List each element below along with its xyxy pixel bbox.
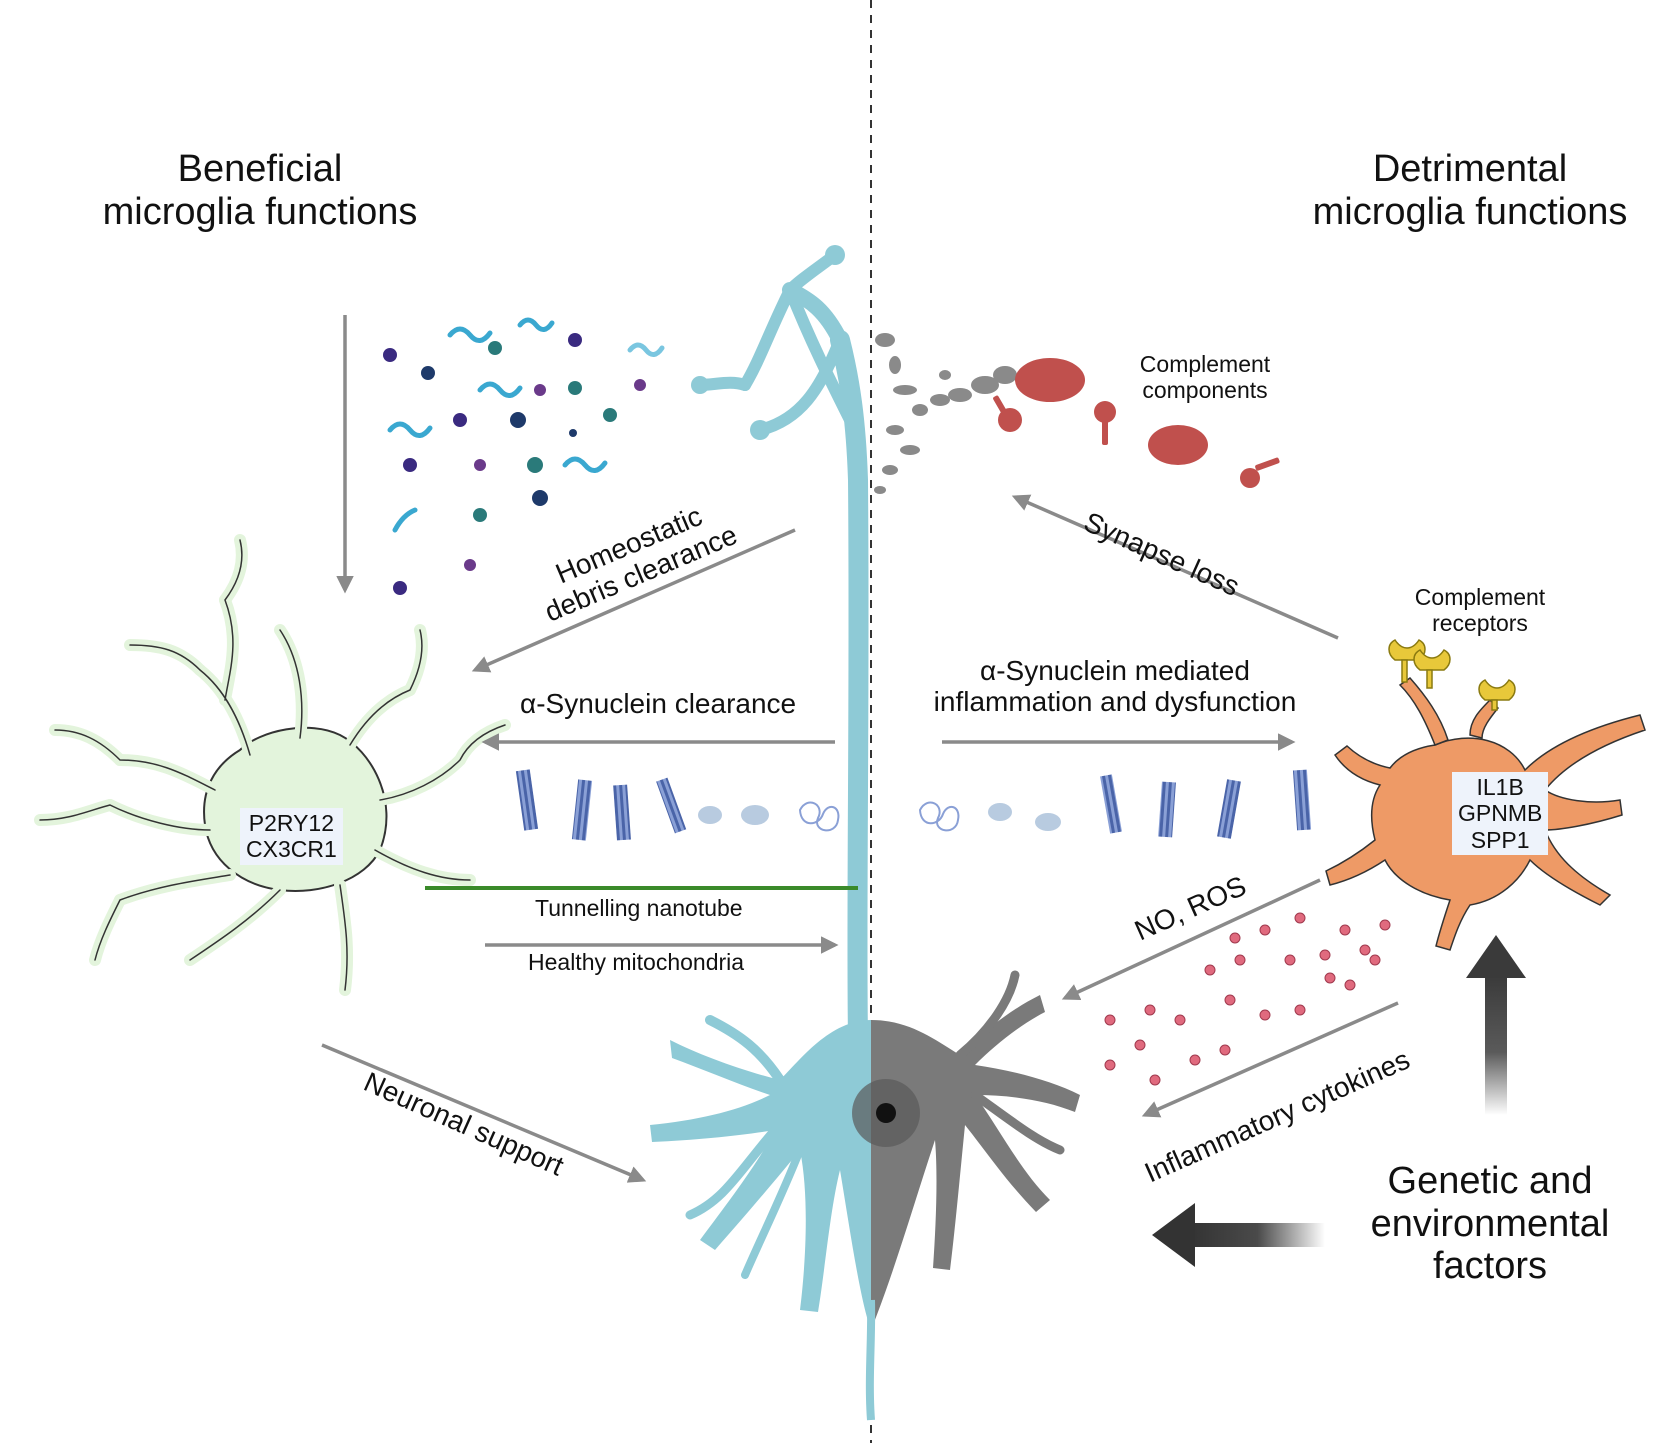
homeostatic-microglia [34, 534, 511, 996]
complement-receptors-label: Complement receptors [1414, 584, 1546, 636]
big-arrow-left-head [1152, 1203, 1195, 1267]
genetic-factors-label: Genetic and environmental factors [1370, 1160, 1610, 1288]
arrow-no-ros [1061, 878, 1321, 1001]
marker-il1b: IL1B [1476, 774, 1524, 800]
damaged-dendrite-fragments [874, 333, 1017, 494]
homeostatic-markers: P2RY12 CX3CR1 [240, 808, 343, 865]
arrows [321, 315, 1399, 1183]
marker-gpnmb: GPNMB [1458, 800, 1543, 827]
marker-spp1: SPP1 [1470, 826, 1530, 853]
arrow-neuronal-support [321, 1043, 647, 1183]
mitochondria-label: Healthy mitochondria [528, 949, 745, 975]
arrow-synapse-loss [1011, 494, 1339, 640]
complement-components [993, 358, 1280, 488]
complement-receptors [1388, 639, 1516, 711]
neuron-soma-healthy [650, 1020, 871, 1330]
beneficial-title: Beneficial microglia functions [102, 148, 418, 233]
complement-components-label: Complement components [1139, 351, 1271, 403]
marker-p2ry12: P2RY12 [248, 810, 335, 836]
big-arrow-up-shaft [1485, 975, 1507, 1115]
reactive-markers: IL1B GPNMB SPP1 [1452, 772, 1549, 856]
neuron-soma-damaged [871, 995, 1080, 1330]
marker-cx3cr1: CX3CR1 [246, 836, 337, 863]
big-arrow-left-shaft [1190, 1223, 1325, 1247]
asyn-clearance-label: α-Synuclein clearance [520, 688, 797, 719]
tunnelling-label: Tunnelling nanotube [535, 895, 743, 921]
neuron [650, 245, 1080, 1421]
genetic-factor-arrows [1152, 935, 1526, 1267]
detrimental-title: Detrimental microglia functions [1312, 148, 1628, 233]
big-arrow-up-head [1466, 935, 1526, 978]
arrow-homeostatic [471, 528, 796, 673]
asyn-inflammation-label: α-Synuclein mediated inflammation and dy… [933, 655, 1297, 718]
inflammatory-cytokine-dots [1104, 912, 1391, 1086]
debris-particles [383, 317, 665, 595]
neuron-apical-dendrite [830, 330, 869, 1050]
alpha-synuclein-aggregates [515, 769, 1312, 841]
arrow-cytokines [1141, 1001, 1399, 1118]
